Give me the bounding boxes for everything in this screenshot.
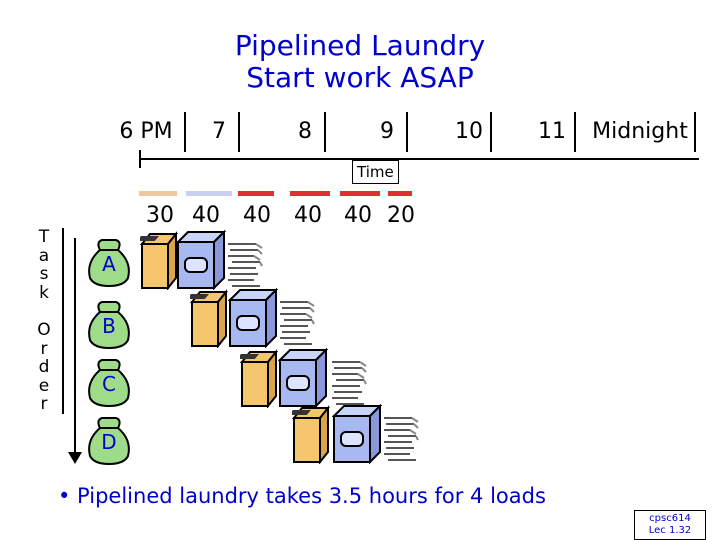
task-order-label: T a s k O r d e r: [26, 228, 64, 414]
dryer-icon: [278, 346, 328, 408]
footer-lecture: Lec 1.32: [635, 525, 705, 537]
washer-a: [140, 230, 178, 294]
load-label-b: B: [86, 314, 132, 338]
duration-fold-last: 20: [387, 200, 415, 232]
slot-bar-dry: [186, 191, 232, 196]
dryer-b: [228, 286, 278, 352]
arrow-down-icon: [68, 452, 82, 464]
dryer-icon: [176, 228, 226, 290]
washer-c: [240, 348, 278, 412]
dryer-d: [332, 402, 382, 468]
folded-clothes-d: [380, 412, 420, 470]
slide-footer: cpsc614 Lec 1.32: [634, 510, 706, 540]
hour-11: 11: [530, 112, 576, 152]
laundry-bag-a: A: [86, 238, 132, 288]
duration-stage: 40: [243, 200, 271, 232]
summary-bullet: • Pipelined laundry takes 3.5 hours for …: [58, 480, 546, 512]
duration-wash-first: 30: [146, 200, 174, 232]
folded-clothes-icon: [224, 238, 264, 292]
folded-clothes-icon: [380, 412, 420, 466]
load-label-d: D: [86, 430, 132, 454]
slide-title: Pipelined Laundry Start work ASAP: [0, 30, 720, 94]
task-order-arrow: [74, 238, 76, 460]
slot-bar-fold: [238, 191, 274, 196]
title-line-1: Pipelined Laundry: [0, 30, 720, 62]
laundry-bag-d: D: [86, 416, 132, 466]
duration-stage: 40: [344, 200, 372, 232]
hour-6pm: 6 PM: [108, 112, 186, 152]
title-line-2: Start work ASAP: [0, 62, 720, 94]
washer-d: [292, 404, 330, 468]
washer-icon: [140, 230, 178, 290]
hour-10: 10: [448, 112, 492, 152]
load-label-c: C: [86, 372, 132, 396]
footer-course: cpsc614: [635, 513, 705, 525]
dryer-icon: [228, 286, 278, 348]
duration-stage: 40: [294, 200, 322, 232]
dryer-icon: [332, 402, 382, 464]
hour-7: 7: [200, 112, 240, 152]
slot-bar-wash: [139, 191, 177, 196]
washer-b: [190, 288, 228, 352]
hour-midnight: Midnight: [586, 112, 696, 152]
dryer-c: [278, 346, 328, 412]
load-label-a: A: [86, 252, 132, 276]
washer-icon: [292, 404, 330, 464]
slot-bar-fold: [388, 191, 412, 196]
hour-8: 8: [286, 112, 326, 152]
laundry-bag-b: B: [86, 300, 132, 350]
washer-icon: [240, 348, 278, 408]
slot-bar-fold: [290, 191, 330, 196]
slot-bar-fold: [340, 191, 380, 196]
washer-icon: [190, 288, 228, 348]
laundry-bag-c: C: [86, 358, 132, 408]
timeline-axis: [139, 158, 699, 160]
folded-clothes-icon: [276, 296, 316, 350]
dryer-a: [176, 228, 226, 294]
hour-9: 9: [368, 112, 408, 152]
time-axis-label: Time: [352, 160, 399, 184]
